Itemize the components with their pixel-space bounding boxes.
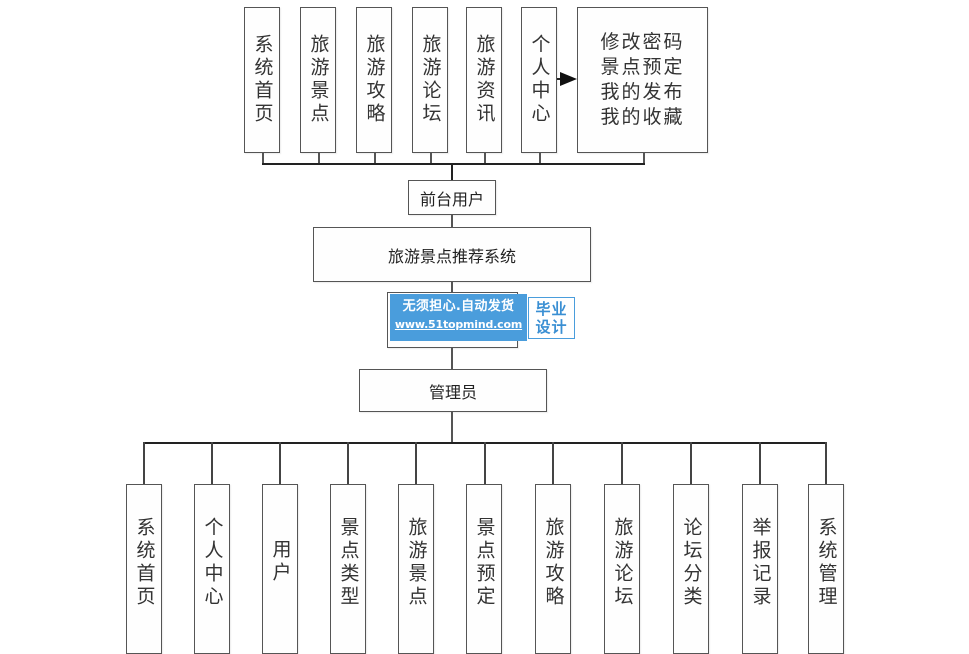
admin-module-system-management: 系统管理 xyxy=(808,484,844,654)
admin-module-home: 系统首页 xyxy=(126,484,162,654)
node-label: 管理员 xyxy=(428,382,477,402)
admin-module-forum-categories: 论坛分类 xyxy=(673,484,709,654)
admin-module-reports: 举报记录 xyxy=(742,484,778,654)
module-label: 个人中心 xyxy=(528,34,551,126)
module-label: 旅游论坛 xyxy=(419,34,442,126)
admin-module-bookings: 景点预定 xyxy=(466,484,502,654)
module-label: 举报记录 xyxy=(749,517,772,609)
admin-node: 管理员 xyxy=(359,369,547,412)
module-label: 旅游景点 xyxy=(405,517,428,609)
admin-module-attractions: 旅游景点 xyxy=(398,484,434,654)
frontend-module-guides: 旅游攻略 xyxy=(356,7,392,153)
watermark-url: www.51topmind.com xyxy=(394,318,523,331)
module-label: 用户 xyxy=(269,539,292,585)
module-label: 系统首页 xyxy=(251,34,274,126)
module-label: 系统管理 xyxy=(815,517,838,609)
detail-item: 我的收藏 xyxy=(600,106,685,128)
detail-item: 我的发布 xyxy=(600,81,685,103)
admin-module-guides: 旅游攻略 xyxy=(535,484,571,654)
node-label: 旅游景点推荐系统 xyxy=(387,246,516,266)
frontend-user-node: 前台用户 xyxy=(408,180,496,215)
module-label: 个人中心 xyxy=(201,517,224,609)
admin-module-attraction-types: 景点类型 xyxy=(330,484,366,654)
module-label: 景点类型 xyxy=(337,517,360,609)
arrow-right-icon xyxy=(560,72,577,86)
watermark-badge-line1: 毕业 xyxy=(535,300,568,318)
frontend-module-news: 旅游资讯 xyxy=(466,7,502,153)
watermark-badge: 毕业 设计 xyxy=(528,297,575,339)
frontend-module-home: 系统首页 xyxy=(244,7,280,153)
module-label: 旅游景点 xyxy=(307,34,330,126)
detail-item: 景点预定 xyxy=(600,56,685,78)
module-label: 系统首页 xyxy=(133,517,156,609)
frontend-module-attractions: 旅游景点 xyxy=(300,7,336,153)
node-label: 前台用户 xyxy=(419,189,484,209)
watermark-line1: 无须担心.自动发货 xyxy=(402,299,515,314)
frontend-module-forum: 旅游论坛 xyxy=(412,7,448,153)
module-label: 旅游资讯 xyxy=(473,34,496,126)
frontend-module-personal-center: 个人中心 xyxy=(521,7,557,153)
connector xyxy=(451,281,453,293)
system-root-node: 旅游景点推荐系统 xyxy=(313,227,591,282)
module-label: 景点预定 xyxy=(473,517,496,609)
personal-center-details-box: 修改密码 景点预定 我的发布 我的收藏 xyxy=(577,7,708,153)
admin-module-forum: 旅游论坛 xyxy=(604,484,640,654)
module-label: 旅游论坛 xyxy=(611,517,634,609)
detail-item: 修改密码 xyxy=(600,31,685,53)
admin-module-personal-center: 个人中心 xyxy=(194,484,230,654)
module-label: 旅游攻略 xyxy=(363,34,386,126)
module-label: 旅游攻略 xyxy=(542,517,565,609)
module-label: 论坛分类 xyxy=(680,517,703,609)
watermark-banner: 无须担心.自动发货 www.51topmind.com xyxy=(390,294,527,341)
admin-module-users: 用户 xyxy=(262,484,298,654)
connector xyxy=(451,214,453,227)
connector xyxy=(451,347,453,369)
watermark-badge-line2: 设计 xyxy=(535,318,568,336)
